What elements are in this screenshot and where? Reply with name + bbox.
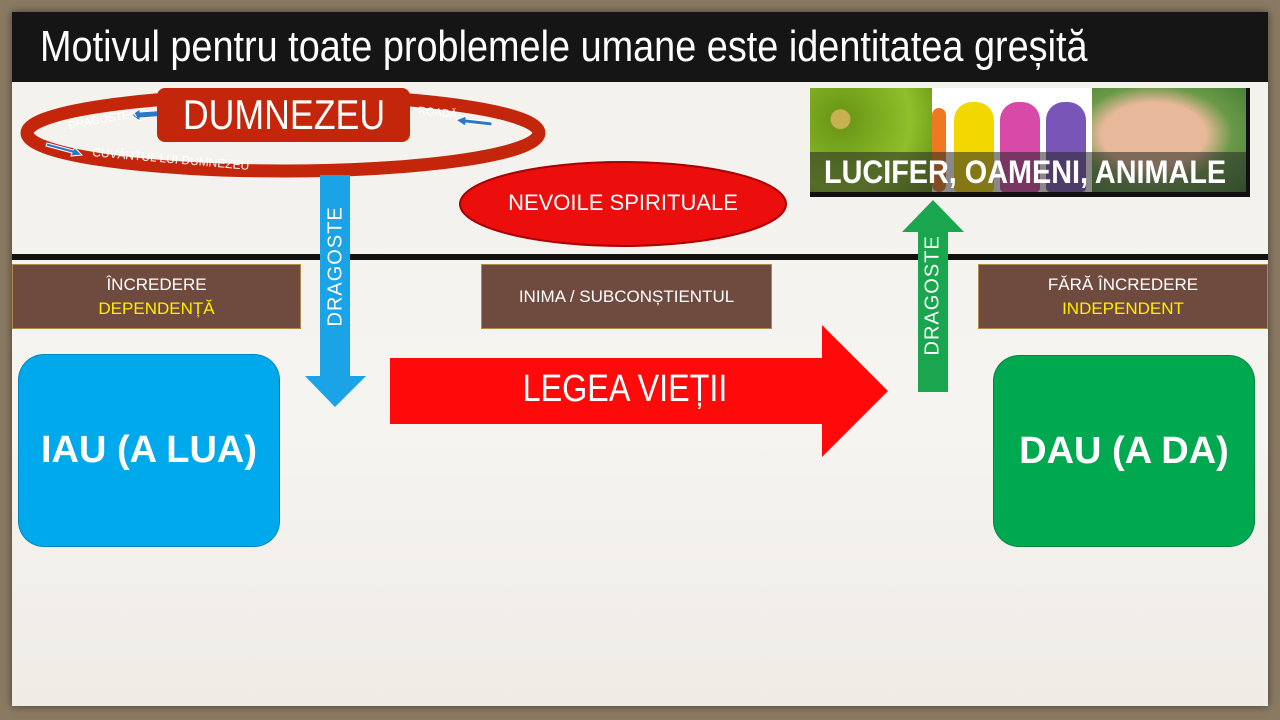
love-up-arrow <box>902 200 964 392</box>
heart-box: INIMA / SUBCONȘTIENTUL <box>481 264 772 329</box>
title-text: Motivul pentru toate problemele umane es… <box>40 22 1088 71</box>
love-down-arrow <box>305 175 366 407</box>
give-label: DAU (A DA) <box>1019 429 1229 472</box>
trust-box: ÎNCREDERE DEPENDENȚĂ <box>12 264 301 329</box>
law-of-life-label: LEGEA VIEȚII <box>522 368 728 410</box>
god-label: DUMNEZEU <box>182 91 385 138</box>
heart-label: INIMA / SUBCONȘTIENTUL <box>518 286 735 306</box>
no-trust-label: FĂRĂ ÎNCREDERE <box>1047 274 1199 294</box>
spiritual-needs-ellipse <box>459 161 787 247</box>
love-up-label: DRAGOSTE <box>921 235 944 356</box>
take-label: IAU (A LUA) <box>41 429 257 471</box>
beings-image-panel: LUCIFER, OAMENI, ANIMALE <box>810 88 1250 197</box>
law-of-life-arrow <box>390 325 888 457</box>
slide-title: Motivul pentru toate problemele umane es… <box>12 12 1268 82</box>
independent-label: INDEPENDENT <box>1062 298 1184 318</box>
arrow-right-icon <box>45 142 84 157</box>
spiritual-needs-label: NEVOILE SPIRITUALE <box>508 190 738 215</box>
no-trust-box: FĂRĂ ÎNCREDERE INDEPENDENT <box>978 264 1268 329</box>
trust-label: ÎNCREDERE <box>106 274 207 294</box>
image-caption: LUCIFER, OAMENI, ANIMALE <box>824 154 1227 190</box>
arrow-left-icon <box>454 115 493 127</box>
love-down-label: DRAGOSTE <box>324 206 347 327</box>
god-box: DUMNEZEU <box>157 88 410 142</box>
take-box: IAU (A LUA) <box>18 354 280 547</box>
give-box: DAU (A DA) <box>993 355 1255 547</box>
caption-band <box>810 152 1246 192</box>
dependence-label: DEPENDENȚĂ <box>98 298 215 318</box>
